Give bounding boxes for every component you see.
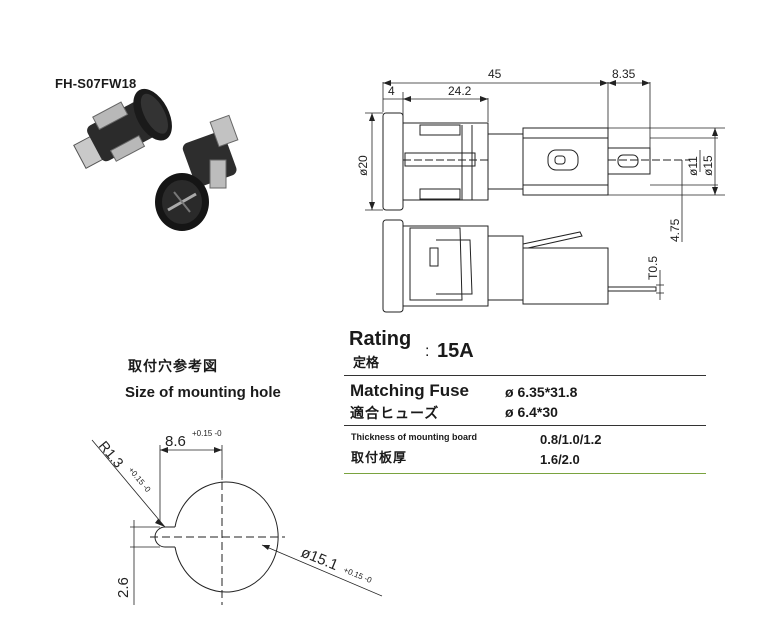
hole-key-depth: 2.6 xyxy=(115,577,132,598)
dim-tail-length: 8.35 xyxy=(612,67,636,81)
fuse-label: Matching Fuse xyxy=(350,381,470,400)
dim-inner-diameter: ø11 xyxy=(686,156,700,176)
thickness-label-cn: 取付板厚 xyxy=(351,450,408,465)
spec-bottom-rule xyxy=(344,473,706,474)
mounting-hole-title-en: Size of mounting hole xyxy=(125,384,281,401)
rating-label-cn: 定格 xyxy=(353,355,380,370)
model-number: FH-S07FW18 xyxy=(55,76,137,91)
top-view xyxy=(382,112,690,211)
hole-flat-tolerance: +0.15 -0 xyxy=(192,429,222,438)
thickness-value-2: 1.6/2.0 xyxy=(540,452,580,467)
dim-head-diameter: ø20 xyxy=(356,155,370,176)
dim-body-length: 24.2 xyxy=(448,84,472,98)
dim-terminal-thickness: T0.5 xyxy=(646,256,660,280)
side-view xyxy=(382,219,657,313)
thickness-value-1: 0.8/1.0/1.2 xyxy=(540,432,602,447)
thickness-label: Thickness of mounting board xyxy=(351,432,478,442)
hole-diameter-tolerance: +0.15 -0 xyxy=(342,566,373,586)
rating-colon: : xyxy=(425,343,430,360)
mounting-hole-title-cn: 取付穴参考図 xyxy=(128,358,218,374)
dim-terminal-offset: 4.75 xyxy=(668,218,682,242)
rating-value: 15A xyxy=(437,340,474,362)
fuse-value-1: ø 6.35*31.8 xyxy=(505,384,578,400)
dim-flange-thickness: 4 xyxy=(388,84,395,98)
fuse-label-cn: 適合ヒューズ xyxy=(350,405,440,421)
product-photo xyxy=(73,88,239,231)
fuse-value-2: ø 6.4*30 xyxy=(505,404,558,420)
dim-overall-length: 45 xyxy=(488,67,502,81)
mounting-hole-drawing xyxy=(91,439,383,605)
rating-label: Rating xyxy=(349,328,412,350)
dim-outer-diameter: ø15 xyxy=(701,155,715,176)
spec-divider xyxy=(344,375,706,376)
hole-radius: R1.3 xyxy=(96,438,127,471)
hole-radius-tolerance: +0.15 -0 xyxy=(126,466,152,495)
spec-divider xyxy=(344,425,706,426)
hole-flat-width: 8.6 xyxy=(165,433,186,450)
